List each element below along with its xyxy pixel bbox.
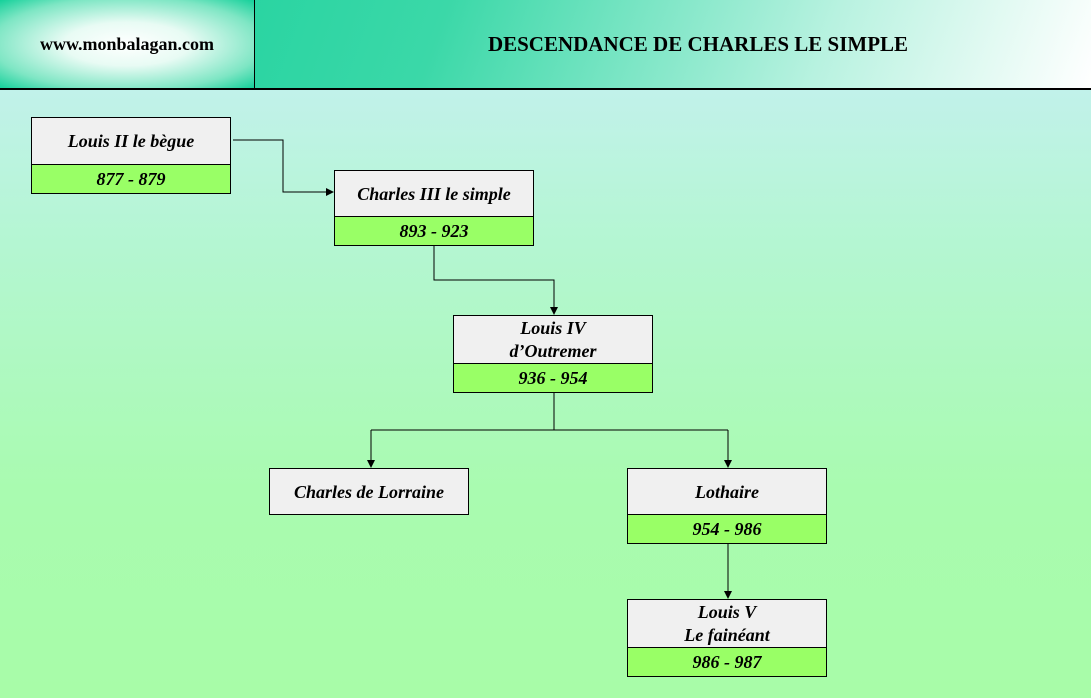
person-louis-iv: Louis IV d’Outremer 936 - 954 (453, 315, 653, 393)
header: www.monbalagan.com DESCENDANCE DE CHARLE… (0, 0, 1091, 90)
reign-dates: 893 - 923 (335, 216, 533, 245)
reign-dates: 986 - 987 (628, 647, 826, 676)
person-charles-de-lorraine: Charles de Lorraine (269, 468, 469, 515)
name-line: Louis IV (520, 318, 586, 338)
page-title: DESCENDANCE DE CHARLES LE SIMPLE (487, 31, 909, 56)
connector-charles3-louis4 (433, 245, 558, 315)
name-line: Le fainéant (684, 625, 770, 645)
reign-dates: 877 - 879 (32, 164, 230, 193)
person-name: Charles III le simple (357, 183, 511, 204)
person-charles-iii: Charles III le simple 893 - 923 (334, 170, 534, 246)
person-name: Lothaire (694, 481, 759, 502)
reign-dates: 954 - 986 (628, 514, 826, 543)
reign-dates: 936 - 954 (454, 363, 652, 392)
name-line: d’Outremer (509, 341, 597, 361)
person-name: Louis II le bègue (67, 131, 195, 151)
person-louis-ii: Louis II le bègue 877 - 879 (31, 117, 231, 194)
name-line: Louis V (697, 602, 757, 622)
connector-louis4-branch (371, 392, 728, 431)
connector-louis2-charles3 (233, 139, 334, 196)
person-name: Louis V Le fainéant (628, 600, 826, 647)
person-louis-v: Louis V Le fainéant 986 - 987 (627, 599, 827, 677)
person-lothaire: Lothaire 954 - 986 (627, 468, 827, 544)
site-link[interactable]: www.monbalagan.com (0, 0, 255, 88)
person-name: Louis IV d’Outremer (454, 316, 652, 363)
person-name: Charles de Lorraine (293, 481, 444, 502)
